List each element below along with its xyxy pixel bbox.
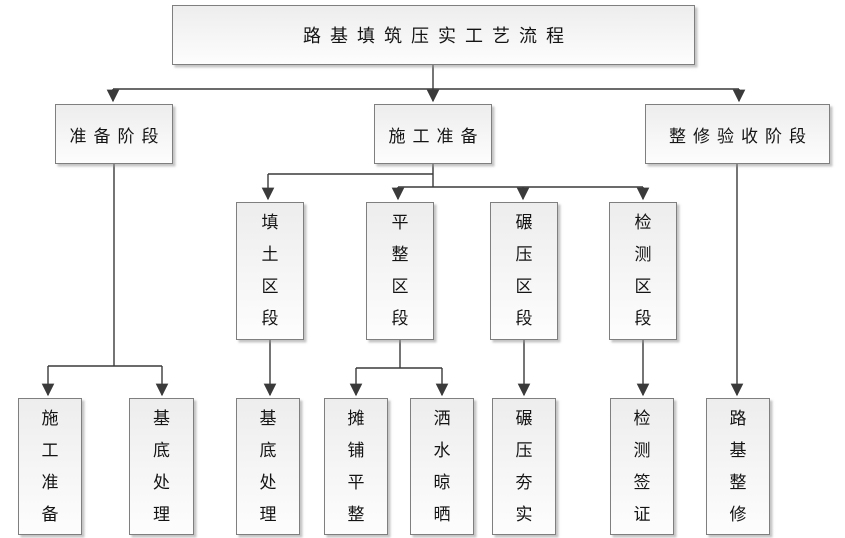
node-repair-acceptance-stage: 整修验收阶段 <box>645 104 830 164</box>
node-rolling-section-label: 碾压区段 <box>515 213 533 329</box>
node-rolling-compaction-label: 碾压夯实 <box>515 408 533 525</box>
node-roadbed-repair: 路基整修 <box>706 398 770 535</box>
node-preparation-stage: 准备阶段 <box>55 104 173 164</box>
node-construction-preparation: 施工准备 <box>374 104 492 164</box>
node-watering-drying: 洒水晾晒 <box>410 398 474 535</box>
node-inspection-certification-label: 检测签证 <box>633 408 651 525</box>
node-base-treatment-2: 基底处理 <box>236 398 300 535</box>
node-inspection-section: 检测区段 <box>609 202 677 340</box>
node-inspection-certification: 检测签证 <box>610 398 674 535</box>
node-fill-section: 填土区段 <box>236 202 304 340</box>
node-inspection-section-label: 检测区段 <box>634 213 652 329</box>
node-paving-leveling: 摊铺平整 <box>324 398 388 535</box>
node-base-treatment-1-label: 基底处理 <box>153 408 170 525</box>
node-construction-preparation-2: 施工准备 <box>18 398 82 535</box>
node-fill-section-label: 填土区段 <box>261 213 279 329</box>
node-roadbed-repair-label: 路基整修 <box>729 408 747 525</box>
node-preparation-stage-label: 准备阶段 <box>69 126 166 147</box>
node-process-title: 路基填筑压实工艺流程 <box>172 5 695 65</box>
node-process-title-label: 路基填筑压实工艺流程 <box>303 26 573 47</box>
node-construction-preparation-2-label: 施工准备 <box>41 408 59 525</box>
node-paving-leveling-label: 摊铺平整 <box>347 408 365 525</box>
node-rolling-section: 碾压区段 <box>490 202 558 340</box>
node-base-treatment-2-label: 基底处理 <box>259 408 277 525</box>
node-base-treatment-1: 基底处理 <box>129 398 194 535</box>
node-construction-preparation-label: 施工准备 <box>388 126 485 147</box>
node-leveling-section-label: 平整区段 <box>391 213 409 329</box>
node-repair-acceptance-stage-label: 整修验收阶段 <box>669 126 813 147</box>
node-rolling-compaction: 碾压夯实 <box>492 398 556 535</box>
node-watering-drying-label: 洒水晾晒 <box>433 408 451 525</box>
node-leveling-section: 平整区段 <box>366 202 434 340</box>
